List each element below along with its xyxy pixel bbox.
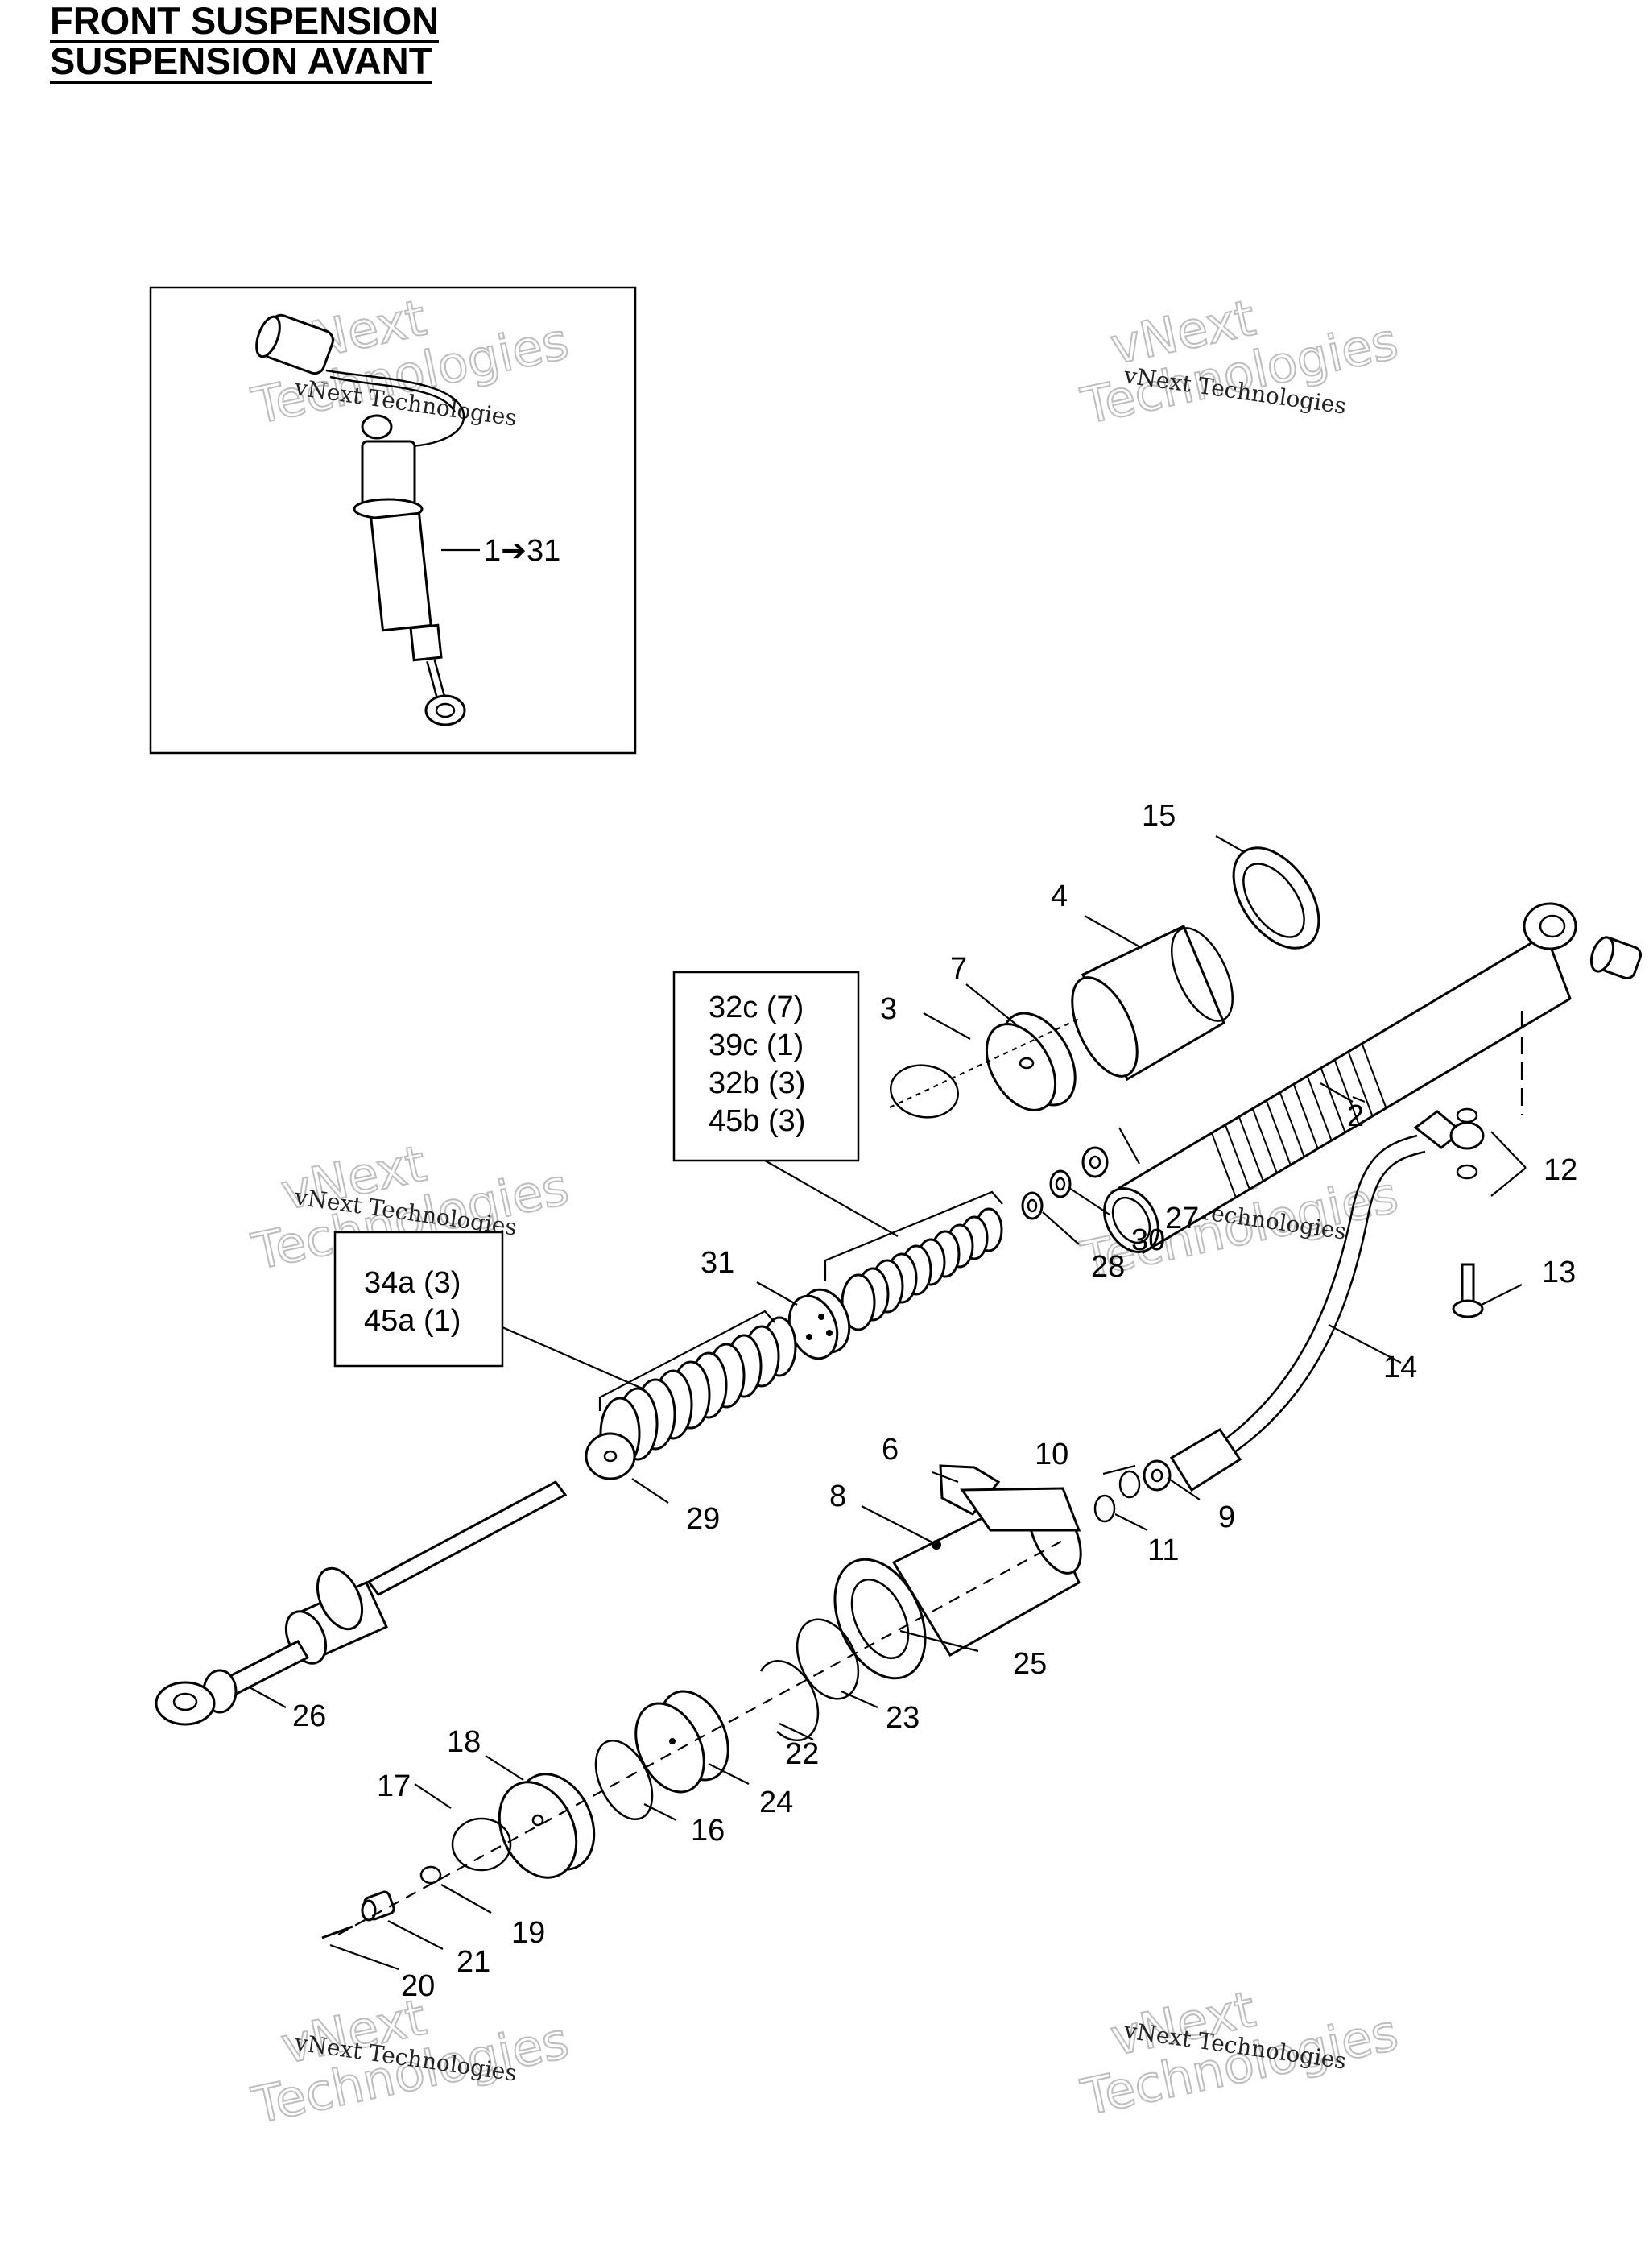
callout-22: 22: [785, 1737, 819, 1771]
callout-29: 29: [686, 1502, 720, 1536]
callout-15: 15: [1142, 799, 1176, 833]
inset-bottom-eye: [424, 694, 466, 726]
inset-reservoir: [255, 313, 334, 375]
part-12a: [1456, 1107, 1478, 1124]
part-26-shaft: [155, 1480, 568, 1726]
part-12-banjo: [1449, 1121, 1485, 1150]
inset-range-label: 1➔31: [484, 534, 560, 568]
part-13-bolt: [1452, 1263, 1484, 1318]
kit-box-upper-line-1: 32c (7): [709, 991, 804, 1024]
watermark-2: vNext Technologies: [1076, 288, 1404, 437]
part-7: [985, 1012, 1077, 1111]
lower-shim-stack: [598, 1310, 797, 1471]
title-french: SUSPENSION AVANT: [50, 42, 432, 84]
part-3: [890, 1064, 959, 1119]
part-11: [1093, 1494, 1116, 1523]
callout-27: 27: [1165, 1202, 1199, 1235]
part-4: [1071, 924, 1234, 1082]
callout-18: 18: [447, 1725, 481, 1759]
inset-lower-seal: [409, 623, 443, 662]
part-17: [451, 1817, 512, 1872]
part-19: [419, 1865, 442, 1885]
callout-7: 7: [950, 952, 967, 986]
dash-axis-reservoir: [337, 1538, 1068, 1935]
kit-box-lower-line-2: 45a (1): [364, 1304, 461, 1338]
part-14-hose: [1169, 1110, 1464, 1492]
part-27: [1081, 1146, 1109, 1178]
callout-20: 20: [401, 1969, 435, 2003]
part-8-reservoir-body: [891, 1487, 1082, 1658]
part-30: [1049, 1169, 1072, 1198]
callout-6: 6: [882, 1433, 899, 1467]
inset-body: [370, 511, 432, 632]
part-21: [361, 1890, 395, 1922]
part-24: [634, 1690, 729, 1794]
callout-30: 30: [1131, 1223, 1165, 1257]
callout-28: 28: [1091, 1250, 1125, 1284]
inset-top-eye: [361, 414, 393, 440]
callout-16: 16: [691, 1814, 725, 1848]
part-31: [787, 1288, 851, 1360]
top-bushing: [1589, 936, 1643, 980]
inset-body-top: [361, 440, 416, 507]
kit-box-upper-line-3: 32b (3): [709, 1066, 805, 1100]
callout-23: 23: [886, 1701, 920, 1735]
callout-8: 8: [829, 1480, 846, 1513]
leader-lines: [249, 835, 1527, 1971]
part-10: [1118, 1470, 1141, 1499]
callout-2: 2: [1347, 1099, 1364, 1133]
kit-box-lower: 34a (3) 45a (1): [333, 1231, 645, 1391]
part-20: [321, 1925, 353, 1939]
callout-25: 25: [1013, 1647, 1047, 1681]
inset-hose: [325, 369, 465, 448]
kit-box-upper-line-2: 39c (1): [709, 1028, 804, 1062]
title-english-text: FRONT SUSPENSION: [50, 0, 440, 43]
callout-17: 17: [377, 1769, 411, 1803]
upper-shim-stack: [824, 1190, 1003, 1331]
callout-labels: 2 3 4 6 7 8 9 10 11 12 13 14 15 16 17 18…: [292, 799, 1577, 2003]
part-23: [796, 1618, 860, 1700]
part-28: [1021, 1191, 1044, 1220]
callout-4: 4: [1051, 879, 1068, 913]
callout-10: 10: [1035, 1438, 1068, 1471]
part-18: [498, 1773, 596, 1879]
callout-26: 26: [292, 1699, 326, 1733]
kit-box-upper-line-4: 45b (3): [709, 1104, 805, 1138]
callout-21: 21: [457, 1945, 490, 1979]
callout-13: 13: [1542, 1256, 1576, 1289]
part-22: [759, 1660, 820, 1742]
part-9: [1143, 1459, 1172, 1492]
callout-14: 14: [1383, 1351, 1417, 1384]
title-english: FRONT SUSPENSION: [50, 0, 440, 43]
kit-box-upper: 32c (7) 39c (1) 32b (3) 45b (3): [672, 971, 899, 1237]
kit-box-lower-line-1: 34a (3): [364, 1266, 461, 1300]
title-french-text: SUSPENSION AVANT: [50, 39, 432, 84]
callout-24: 24: [759, 1786, 793, 1819]
callout-19: 19: [511, 1916, 545, 1950]
part-15: [1232, 846, 1320, 950]
callout-9: 9: [1218, 1500, 1235, 1534]
callout-12: 12: [1544, 1153, 1577, 1187]
inset-hose-2: [329, 375, 457, 413]
inset-box: 1➔31: [149, 286, 637, 755]
callout-11: 11: [1147, 1533, 1179, 1567]
callout-3: 3: [880, 992, 897, 1026]
part-12b: [1456, 1164, 1478, 1180]
part-29: [585, 1432, 636, 1480]
callout-31: 31: [701, 1246, 734, 1280]
part-2-shock-body: [1103, 902, 1577, 1255]
part-25-sleeve: [833, 1558, 927, 1680]
